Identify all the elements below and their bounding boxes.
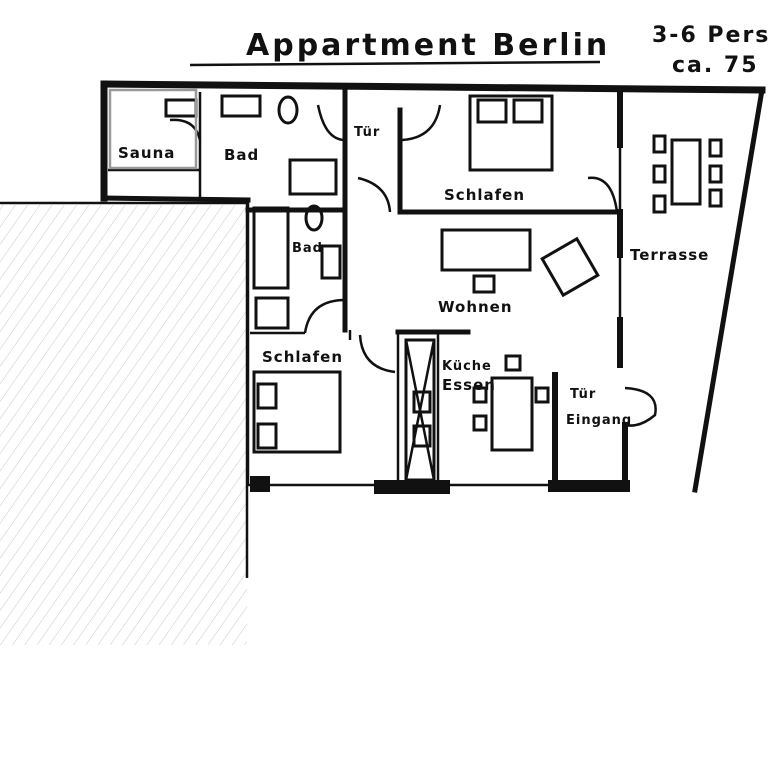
room-label-tur-top: Tür bbox=[354, 125, 380, 140]
title-underline bbox=[189, 60, 601, 67]
room-label-eingang: Eingang bbox=[566, 413, 632, 428]
outer-walls bbox=[100, 80, 766, 494]
room-label-schlafen-left: Schlafen bbox=[262, 348, 343, 366]
furniture bbox=[108, 88, 723, 482]
room-label-tur-eingang: Tür bbox=[570, 387, 596, 402]
room-label-bad-top: Bad bbox=[224, 146, 259, 164]
room-label-sauna: Sauna bbox=[118, 144, 175, 162]
room-label-wohnen: Wohnen bbox=[438, 298, 513, 316]
neighbor-building-hatch bbox=[0, 201, 249, 645]
area-note: ca. 75 bbox=[672, 53, 759, 78]
room-label-terrasse: Terrasse bbox=[630, 246, 709, 264]
room-label-kueche: Küche bbox=[442, 359, 492, 374]
interior-walls bbox=[108, 85, 628, 491]
capacity-note: 3-6 Pers bbox=[652, 23, 768, 48]
room-label-bad-left: Bad bbox=[292, 241, 323, 256]
room-label-essen: Essen bbox=[442, 376, 496, 394]
door-swings bbox=[169, 104, 657, 427]
room-label-schlafen-top: Schlafen bbox=[444, 186, 525, 204]
plan-title: Appartment Berlin bbox=[246, 28, 610, 63]
